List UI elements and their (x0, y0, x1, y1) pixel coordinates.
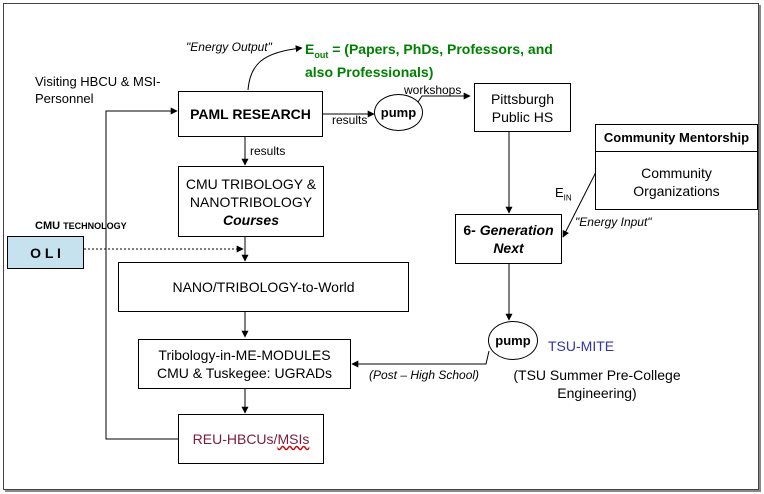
pump-top: pump (374, 94, 423, 131)
nano-to-world-box: NANO/TRIBOLOGY-to-World (118, 262, 409, 312)
energy-input-arrow (562, 171, 597, 238)
visiting-line2: Personnel (35, 91, 94, 106)
results-right-label: results (332, 113, 368, 127)
e-in-subscript: IN (563, 193, 572, 203)
cmu-technology-label: CMU TECHNOLOGY (35, 219, 127, 233)
e-out-subscript: out (314, 49, 329, 60)
oli-label: O L I (30, 244, 61, 261)
cmu-technology-suffix: TECHNOLOGY (63, 221, 127, 231)
community-line1: Community (641, 165, 712, 181)
energy-output-arrow (247, 45, 303, 91)
modules-box: Tribology-in-ME-MODULES CMU & Tuskegee: U… (138, 339, 351, 389)
community-line2: Organizations (633, 183, 720, 199)
workshops-label: workshops (404, 83, 462, 97)
tsu-mite-label: TSU-MITE (548, 338, 615, 354)
pump-to-pittsburgh-arrow (413, 92, 471, 109)
generation-line2: Next (493, 240, 524, 256)
post-high-school-label: (Post – High School) (369, 368, 480, 382)
reu-box: REU-HBCUs/MSIs (178, 414, 324, 464)
pittsburgh-line1: Pittsburgh (490, 90, 555, 107)
modules-line1: Tribology-in-ME-MODULES (158, 347, 331, 363)
paml-research-label: PAML RESEARCH (190, 106, 311, 122)
generation-line1-prefix: 6- (463, 222, 480, 238)
pittsburgh-line2: Public HS (491, 108, 554, 125)
visiting-line1: Visiting HBCU & MSI- (35, 74, 161, 89)
pump-top-label: pump (380, 105, 417, 120)
e-out-line1: = (Papers, PhDs, Professors, and (328, 41, 553, 57)
generation-line1-emph: Generation (479, 222, 554, 238)
e-out-line2: also Professionals) (305, 63, 434, 80)
energy-input-label: "Energy Input" (575, 215, 652, 229)
results-down-label: results (250, 144, 286, 158)
oli-box: O L I (7, 236, 84, 269)
courses-line1: CMU TRIBOLOGY & (185, 175, 317, 192)
visiting-personnel-label: Visiting HBCU & MSI- Personnel (35, 73, 185, 107)
e-in-symbol: E (555, 185, 564, 200)
courses-line2: NANOTRIBOLOGY (189, 193, 313, 210)
cmu-technology-prefix: CMU (35, 220, 61, 232)
pump-to-modules-arrow (351, 350, 490, 368)
reu-feedback-loop (105, 107, 178, 440)
pump-bottom-label: pump (495, 333, 531, 348)
e-in-label: EIN (555, 186, 572, 206)
energy-output-equation: Eout = (Papers, PhDs, Professors, and al… (305, 41, 553, 81)
pump-bottom: pump (488, 321, 538, 360)
paml-research-box: PAML RESEARCH (178, 91, 323, 137)
tsu-summer-line2: Engineering) (557, 385, 637, 401)
courses-line3: Courses (222, 211, 280, 228)
modules-line2: CMU & Tuskegee: UGRADs (156, 365, 333, 381)
tsu-summer-line1: (TSU Summer Pre-College (513, 367, 681, 383)
reu-underlined: MSIs (277, 431, 310, 447)
reu-prefix: REU-HBCUs/ (192, 431, 278, 447)
community-header: Community Mentorship (596, 125, 757, 152)
nano-to-world-label: NANO/TRIBOLOGY-to-World (172, 279, 355, 295)
diagram-frame (3, 3, 759, 490)
energy-output-label: "Energy Output" (186, 40, 272, 54)
e-out-symbol: E (305, 41, 315, 57)
